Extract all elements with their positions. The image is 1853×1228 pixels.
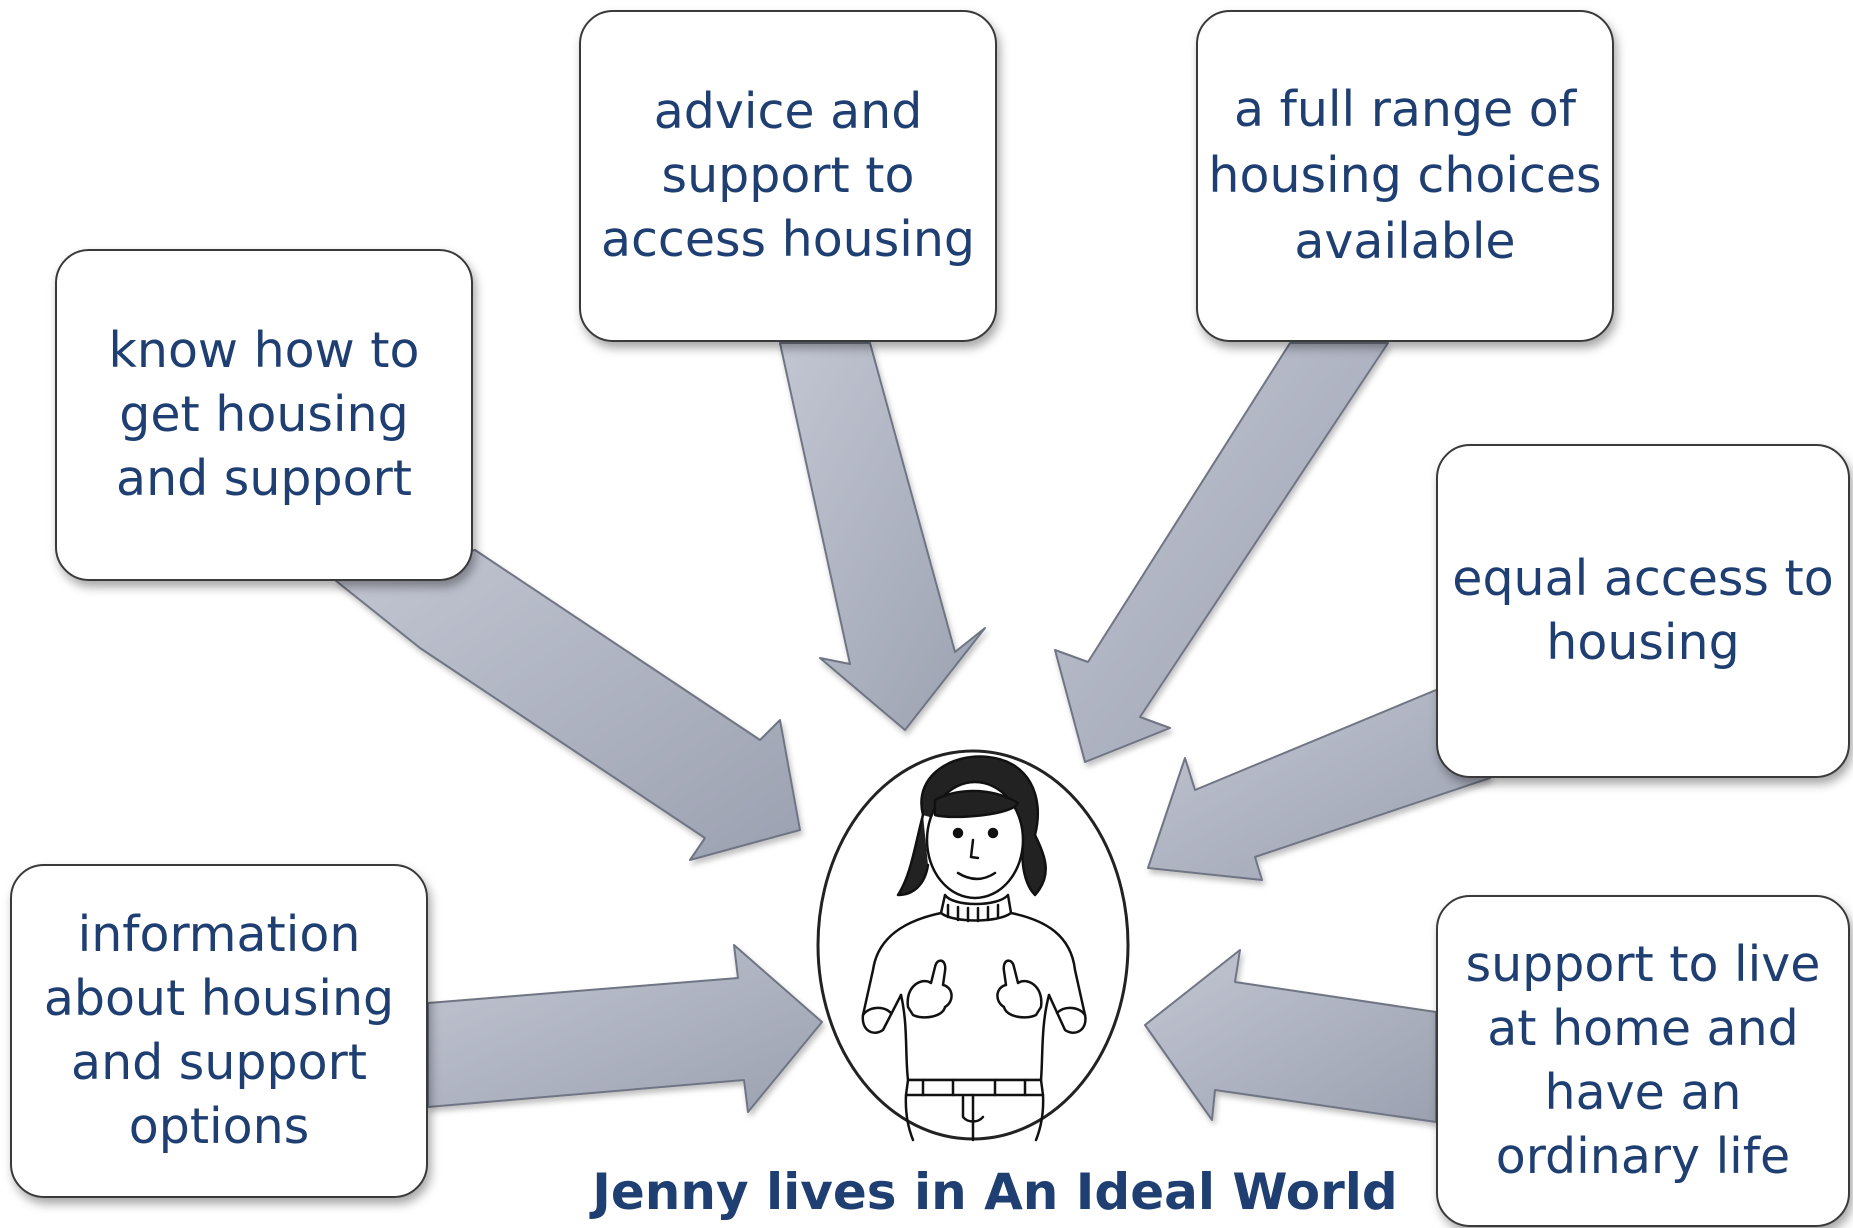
box-full-range-of-housing: a full range of housing choices availabl… xyxy=(1196,10,1614,342)
arrow-information xyxy=(427,944,823,1113)
arrow-equal-access xyxy=(1147,689,1491,881)
person-thumbs-up-illustration xyxy=(816,749,1130,1142)
box-support-live-text: support to live at home and have an ordi… xyxy=(1465,936,1821,1185)
box-information: information about housing and support op… xyxy=(10,864,428,1198)
arrow-full-range xyxy=(1054,342,1389,763)
box-equal-access: equal access to housing xyxy=(1436,444,1850,778)
arrow-advice xyxy=(779,342,986,731)
box-equal-access-text: equal access to housing xyxy=(1452,550,1834,671)
diagram-caption: Jenny lives in An Ideal World xyxy=(592,1163,1398,1221)
box-support-to-live: support to live at home and have an ordi… xyxy=(1436,895,1850,1227)
box-know-how: know how to get housing and support xyxy=(55,249,473,581)
box-full-range-text: a full range of housing choices availabl… xyxy=(1208,81,1602,270)
box-advice-text: advice and support to access housing xyxy=(600,83,976,268)
box-information-text: information about housing and support op… xyxy=(43,906,395,1155)
arrow-support-live xyxy=(1144,949,1437,1123)
box-know-how-text: know how to get housing and support xyxy=(108,322,420,507)
arrow-know-how xyxy=(334,549,801,861)
box-advice-and-support: advice and support to access housing xyxy=(579,10,997,342)
